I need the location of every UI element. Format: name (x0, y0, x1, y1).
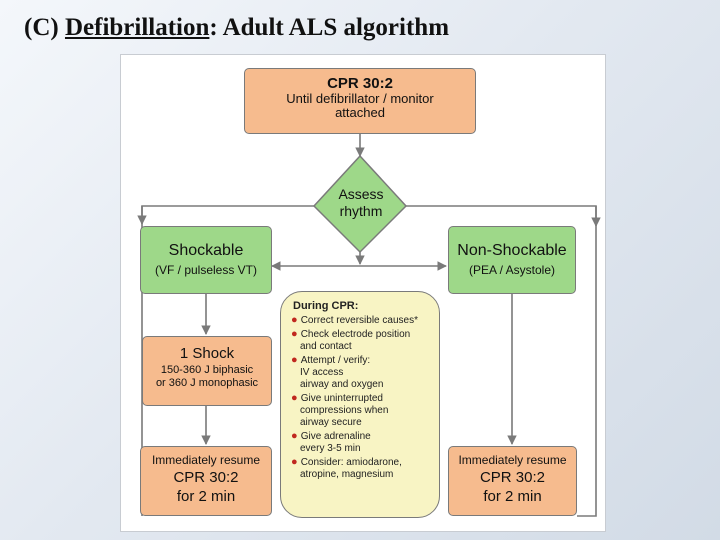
shock-title: 1 Shock (179, 345, 235, 362)
shockable-title: Shockable (168, 242, 244, 259)
during-cpr-item-line: Attempt / verify: (300, 355, 371, 366)
resume-left-line-1: Immediately resume (151, 453, 261, 467)
during-cpr-item-line: compressions when (300, 405, 389, 416)
during-cpr-title: During CPR: (293, 300, 359, 312)
during-cpr-item-line: and contact (300, 341, 352, 352)
during-cpr-item-line: Check electrode position (300, 329, 411, 340)
cpr-start-line-1: CPR 30:2 (327, 75, 393, 92)
shockable-box: Shockable (VF / pulseless VT) (140, 226, 272, 294)
assess-line-1: Assess (338, 186, 384, 202)
bullet-icon: ● (291, 354, 301, 366)
non-shockable-sub: (PEA / Asystole) (468, 263, 556, 277)
assess-diamond (312, 154, 408, 254)
during-cpr-item-line: atropine, magnesium (300, 469, 394, 480)
during-cpr-item-line: IV access (300, 367, 344, 378)
resume-left-box: Immediately resume CPR 30:2 for 2 min (140, 446, 272, 516)
arrow-assess-to-shockable (137, 205, 316, 225)
shock-line-2: or 360 J monophasic (155, 377, 259, 389)
slide-title: (C) Defibrillation: Adult ALS algorithm (24, 14, 449, 42)
loop-right (577, 206, 597, 517)
during-cpr-item-line: Consider: amiodarone, (300, 457, 402, 468)
during-cpr-item-line: airway secure (300, 417, 362, 428)
bullet-icon: ● (291, 392, 301, 404)
assess-line-2: rhythm (339, 203, 383, 219)
bullet-icon: ● (291, 456, 301, 468)
during-cpr-item-line: Give adrenaline (300, 431, 371, 442)
arrow-assess-to-nonshockable (406, 205, 601, 227)
during-cpr-item-line: Correct reversible causes* (300, 315, 418, 326)
resume-right-line-2: CPR 30:2 (479, 469, 546, 486)
cpr-start-box: CPR 30:2 Until defibrillator / monitor a… (244, 68, 476, 134)
during-cpr-item-line: every 3-5 min (300, 443, 361, 454)
title-underlined: Defibrillation (64, 14, 210, 41)
non-shockable-box: Non-Shockable (PEA / Asystole) (448, 226, 576, 294)
cpr-start-line-2: Until defibrillator / monitor (286, 91, 434, 106)
resume-left-line-3: for 2 min (176, 488, 236, 505)
shock-line-1: 150-360 J biphasic (160, 364, 254, 376)
during-cpr-item: ● Correct reversible causes* (291, 314, 439, 327)
during-cpr-item: ● Consider: amiodarone,atropine, magnesi… (291, 456, 439, 481)
bullet-icon: ● (291, 430, 301, 442)
shockable-sub: (VF / pulseless VT) (154, 263, 258, 277)
resume-right-line-3: for 2 min (483, 488, 542, 505)
bullet-icon: ● (291, 314, 301, 326)
title-suffix: : Adult ALS algorithm (209, 14, 450, 41)
bullet-icon: ● (291, 328, 301, 340)
resume-left-line-2: CPR 30:2 (173, 469, 239, 486)
cpr-start-line-3: attached (335, 105, 385, 120)
assess-rhythm-label: Assess rhythm (316, 186, 406, 220)
resume-right-box: Immediately resume CPR 30:2 for 2 min (448, 446, 577, 516)
during-cpr-item-line: Give uninterrupted (300, 393, 383, 404)
resume-right-line-1: Immediately resume (458, 453, 567, 467)
during-cpr-list: ● Correct reversible causes*● Check elec… (281, 314, 439, 481)
during-cpr-item-line: airway and oxygen (300, 379, 384, 390)
title-prefix: (C) (24, 14, 65, 41)
non-shockable-title: Non-Shockable (457, 242, 567, 259)
shock-box: 1 Shock 150-360 J biphasic or 360 J mono… (142, 336, 272, 406)
during-cpr-box: During CPR: ● Correct reversible causes*… (280, 291, 440, 518)
